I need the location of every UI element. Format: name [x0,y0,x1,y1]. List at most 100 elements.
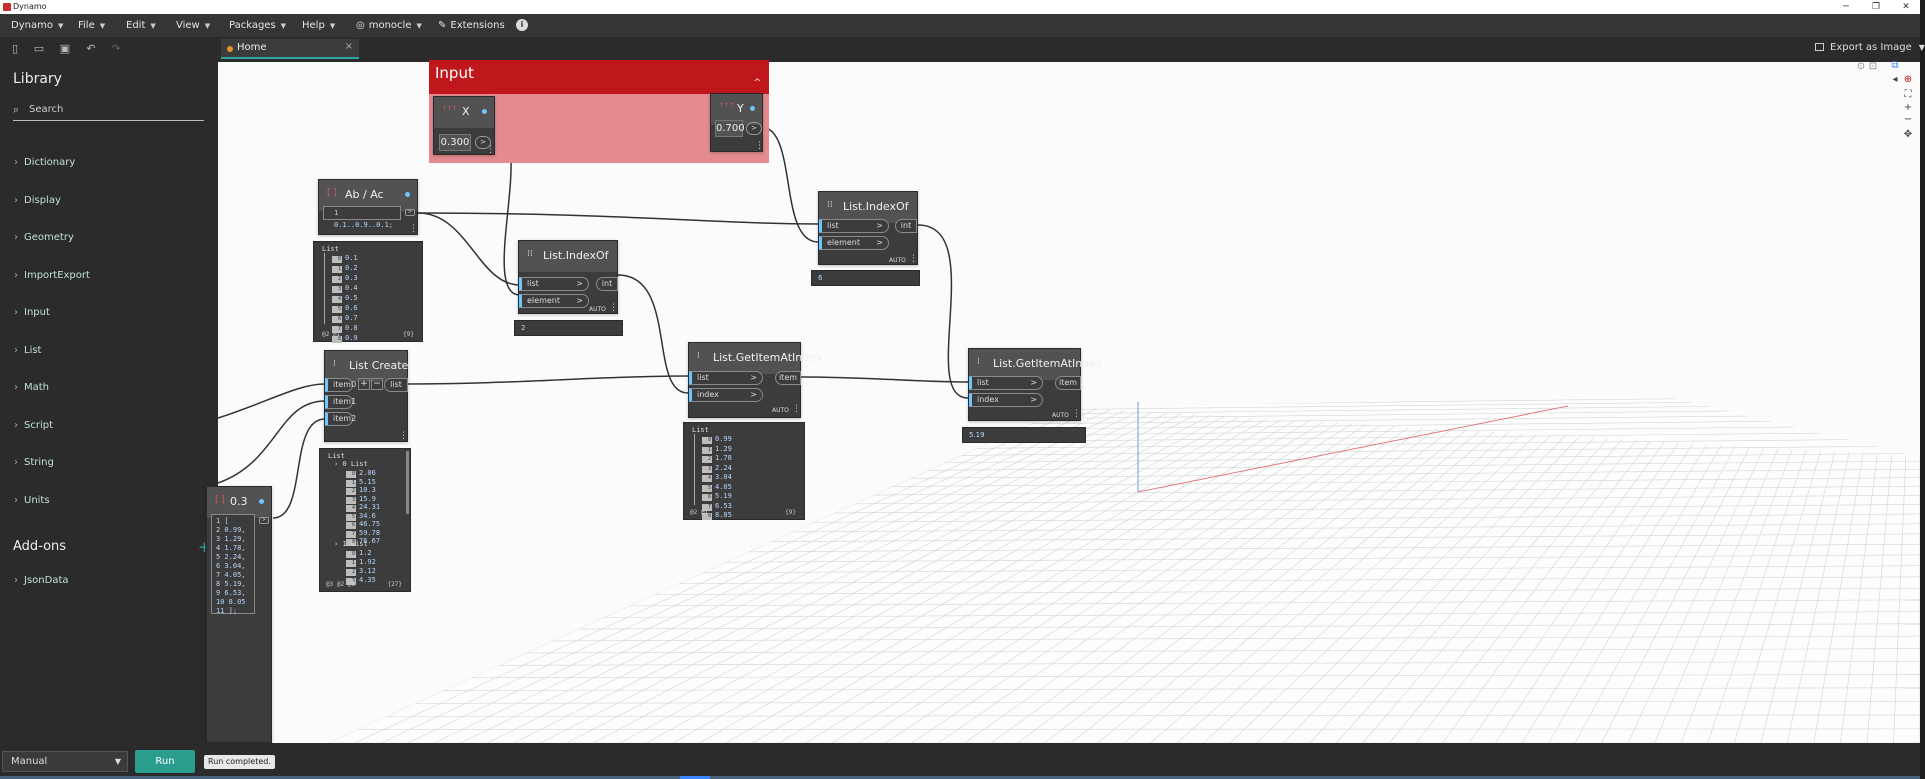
view-toggle[interactable]: ⊙ ⊡ [1853,61,1893,72]
input-port-item1[interactable]: item1 [325,395,356,409]
input-port-item0[interactable]: item0 [325,378,356,392]
add-input-button[interactable]: + [358,378,370,390]
node-list-indexof-1[interactable]: ⁞⁞ List.IndexOf list> element> int AUTO … [518,240,618,314]
output-port-item[interactable]: item [775,371,801,385]
zoom-out-icon[interactable]: − [1903,114,1913,125]
undo-icon[interactable]: ↶ [86,42,96,55]
library-item-math[interactable]: ›Math [14,382,50,393]
menu-edit[interactable]: Edit▼ [126,20,156,31]
kebab-menu-icon[interactable]: ⋮ [399,431,408,441]
new-file-icon[interactable]: ▯ [11,42,19,55]
input-port-element[interactable]: element> [519,294,589,308]
preview-index: 0 [346,551,356,558]
expand-slider-icon[interactable]: > [475,136,491,149]
layout-icon[interactable]: ⧉ [1891,60,1899,71]
kebab-menu-icon[interactable]: ⋮ [486,145,495,155]
node-list-create[interactable]: ⁞ List Create item0 item1 item2 + − list… [324,350,408,442]
menu-file[interactable]: File▼ [78,20,106,31]
preview-index: 6 [346,522,356,529]
menu-dynamo[interactable]: Dynamo▼ [11,20,64,31]
library-item-script[interactable]: ›Script [14,420,54,431]
run-button[interactable]: Run [135,750,195,773]
input-port-list[interactable]: list> [819,219,889,233]
library-item-importexport[interactable]: ›ImportExport [14,270,90,281]
menu-packages[interactable]: Packages▼ [229,20,287,31]
close-window-button[interactable]: ✕ [1902,2,1910,12]
preview-label: List [328,452,345,460]
slider-value[interactable]: 0.300 [439,134,471,151]
slider-value[interactable]: 0.700 [715,120,745,137]
remove-input-button[interactable]: − [371,378,383,390]
library-item-list[interactable]: ›List [14,345,42,356]
input-port-list[interactable]: list> [519,277,589,291]
kebab-menu-icon[interactable]: ⋮ [755,141,764,151]
library-item-dictionary[interactable]: ›Dictionary [14,157,76,168]
preview-toggle-icon[interactable]: ⊕ [1903,74,1913,85]
output-port[interactable]: > [259,517,269,524]
library-search-input[interactable] [29,100,204,118]
output-port-item[interactable]: item [1055,376,1081,390]
collapse-panel-icon[interactable]: ◂ [1892,74,1898,85]
open-folder-icon[interactable]: ▭ [33,42,45,55]
input-port-item2[interactable]: item2 [325,412,356,426]
node-code-block-values[interactable]: [ ] 0.3 1 [2 0.99,3 1.29,4 1.78,5 2.24,6… [206,486,272,743]
node-list-getitematindex-1[interactable]: ⁞ List.GetItemAtIndex list> index> item … [688,342,822,418]
run-mode-select[interactable]: Manual▼ [2,751,128,772]
save-icon[interactable]: ▣ [59,42,71,55]
info-icon[interactable]: i [516,19,528,31]
library-item-input[interactable]: ›Input [14,307,50,318]
preview-index: 0 [332,256,342,263]
tab-home[interactable]: Home × [221,39,359,59]
output-port[interactable]: > [405,209,415,216]
zoom-in-icon[interactable]: + [1903,102,1913,113]
preview-indexof-1[interactable]: 2 [514,320,623,336]
collapse-icon[interactable]: ^ [753,78,761,88]
library-item-string[interactable]: ›String [14,457,54,468]
kebab-menu-icon[interactable]: ⋮ [792,404,801,414]
menu-help[interactable]: Help▼ [302,20,336,31]
node-list-getitematindex-2[interactable]: ⁞ List.GetItemAtIndex list> index> item … [968,348,1102,421]
3d-view-icon[interactable]: ⊡ [1868,61,1878,72]
export-as-image-button[interactable]: Export as Image▼ [1815,42,1925,53]
library-item-units[interactable]: ›Units [14,495,50,506]
minimize-button[interactable]: ─ [1843,2,1849,12]
node-number-slider-x[interactable]: ↑↑↑ X 0.300 > ⋮ [433,96,495,155]
restore-button[interactable]: ❐ [1871,2,1881,12]
menu-view[interactable]: View▼ [176,20,211,31]
library-item-jsondata[interactable]: ›JsonData [14,575,69,586]
preview-indexof-2[interactable]: 6 [811,270,920,286]
input-port-element[interactable]: element> [819,236,889,250]
kebab-menu-icon[interactable]: ⋮ [1072,409,1081,419]
kebab-menu-icon[interactable]: ⋮ [409,224,418,234]
input-port-index[interactable]: index> [969,393,1043,407]
tab-close-icon[interactable]: × [344,41,353,52]
code-editor[interactable]: 1 [2 0.99,3 1.29,4 1.78,5 2.24,6 3.04,7 … [211,514,255,615]
node-number-slider-y[interactable]: ↑↑↑ Y 0.700 > ⋮ [710,93,764,152]
node-code-block-abac[interactable]: [ ] Ab / Ac 1 0.1..0.9..0.1; > ⋮ [318,179,418,235]
output-port-int[interactable]: int [596,277,618,291]
code-editor[interactable]: 1 0.1..0.9..0.1; [323,206,401,229]
node-list-indexof-2[interactable]: ⁞⁞ List.IndexOf list> element> int AUTO … [818,191,918,265]
expand-slider-icon[interactable]: > [746,122,762,135]
graph-canvas[interactable]: Input^ ↑↑↑ X 0.300 > ⋮ ↑↑↑ Y 0.700 > ⋮ [… [206,60,1920,743]
library-item-geometry[interactable]: ›Geometry [14,232,74,243]
output-port-int[interactable]: int [895,219,917,233]
menu-monocle[interactable]: ◎monocle▼ [356,20,422,31]
graph-view-icon[interactable]: ⊙ [1856,61,1866,72]
redo-icon[interactable]: ↷ [111,42,121,55]
input-port-list[interactable]: list> [689,371,763,385]
input-port-list[interactable]: list> [969,376,1043,390]
zoom-fit-icon[interactable]: ⛶ [1904,89,1912,100]
output-port-list[interactable]: list [384,378,408,392]
pan-icon[interactable]: ✥ [1903,129,1913,140]
preview-getitem-2[interactable]: 5.19 [962,427,1086,443]
scrollbar[interactable] [406,451,409,514]
kebab-menu-icon[interactable]: ⋮ [609,303,618,313]
menu-extensions[interactable]: ✎Extensions [438,20,505,31]
input-port-index[interactable]: index> [689,388,763,402]
kebab-menu-icon[interactable]: ⋮ [909,254,918,264]
library-item-display[interactable]: ›Display [14,195,61,206]
